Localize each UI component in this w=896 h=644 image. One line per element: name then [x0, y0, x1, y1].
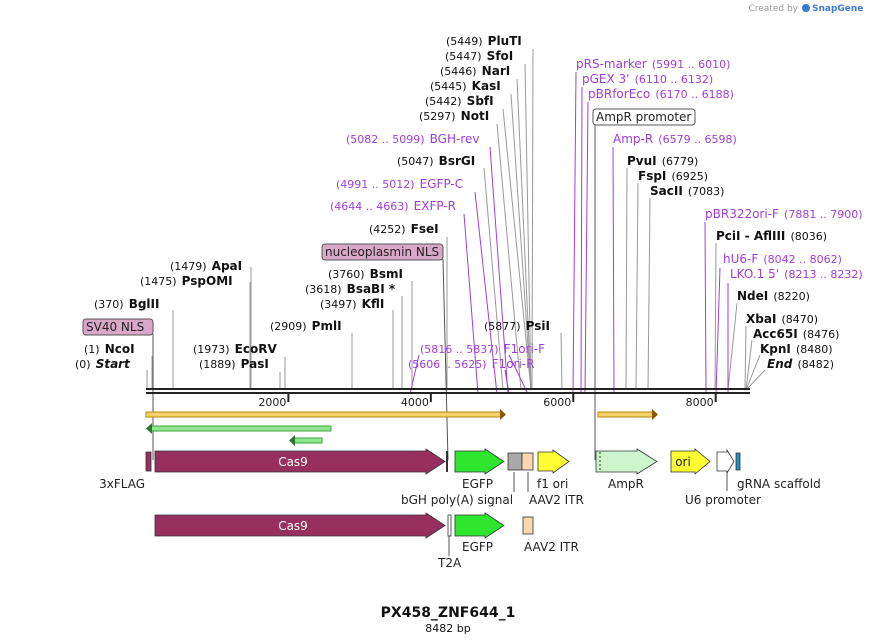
bgh-polya-box[interactable]: [507, 452, 523, 471]
site-leader-lines: [146, 48, 766, 391]
primer-lko1-5[interactable]: LKO.1 5' (8213 .. 8232): [730, 263, 863, 282]
site-kpni[interactable]: KpnI (8480): [760, 338, 833, 357]
feature-track-secondary: Cas9 EGFP AAV2 ITR T2A: [154, 512, 579, 570]
egfp-arrow[interactable]: [454, 448, 505, 475]
label-u6-promoter: U6 promoter: [685, 493, 761, 507]
site-fsei[interactable]: (4252) FseI: [369, 218, 439, 237]
ori-label: ori: [675, 455, 691, 469]
cas9-arrow-2[interactable]: [154, 512, 446, 539]
primer-pgex-3[interactable]: pGEX 3' (6110 .. 6132): [582, 68, 713, 87]
primer-egfp-c[interactable]: (4991 .. 5012) EGFP-C: [336, 173, 463, 192]
primer-bgh-rev[interactable]: (5082 .. 5099) BGH-rev: [346, 128, 479, 147]
orf-tracks: [145, 409, 658, 446]
site-kasi[interactable]: (5445) KasI: [430, 75, 501, 94]
label-grna-scaffold: gRNA scaffold: [737, 477, 821, 491]
site-pcii-afliii[interactable]: PciI - AflIII (8036): [716, 225, 827, 244]
site-pluti[interactable]: (5449) PluTI: [446, 30, 522, 49]
ori-arrow[interactable]: [670, 448, 711, 475]
axis-tick-label: 4000: [401, 396, 429, 409]
axis-tick-label: 2000: [258, 396, 286, 409]
site-psii[interactable]: (5877) PsiI: [484, 315, 550, 334]
snapgene-logo-icon: [802, 4, 810, 12]
plasmid-size: 8482 bp: [425, 622, 470, 635]
site-ndei[interactable]: NdeI (8220): [737, 285, 810, 304]
site-sacii[interactable]: SacII (7083): [650, 180, 724, 199]
feature-track-main: Cas9 ori: [145, 448, 741, 475]
site-bsabi[interactable]: (3618) BsaBI *: [305, 278, 396, 297]
site-acc65i[interactable]: Acc65I (8476): [753, 323, 839, 342]
label-aav2-itr-2: AAV2 ITR: [524, 540, 579, 554]
site-pspomi[interactable]: (1475) PspOMI: [140, 270, 233, 289]
label-egfp: EGFP: [462, 477, 493, 491]
ampr-arrow[interactable]: [595, 448, 658, 475]
svg-text:nucleoplasmin NLS: nucleoplasmin NLS: [325, 245, 439, 259]
label-bgh-polya: bGH poly(A) signal: [401, 493, 513, 507]
primer-leader-lines: [409, 71, 729, 395]
label-ampr: AmpR: [608, 477, 644, 491]
primer-f1ori-r[interactable]: (5606 .. 5625) F1ori-R: [408, 353, 534, 372]
grna-scaffold-box[interactable]: [735, 452, 741, 471]
axis-tick-label: 6000: [543, 396, 571, 409]
aav2-itr-box[interactable]: [521, 452, 534, 471]
t2a-box[interactable]: [447, 514, 452, 537]
nucleoplasmin-nls-box[interactable]: nucleoplasmin NLS: [321, 243, 444, 261]
site-xbai[interactable]: XbaI (8470): [746, 308, 818, 327]
ampr-promoter-box[interactable]: AmpR promoter: [592, 108, 696, 126]
feature-labels-main: 3xFLAG EGFP bGH poly(A) signal f1 ori AA…: [99, 472, 821, 507]
site-pasi[interactable]: (1889) PasI: [199, 353, 269, 372]
nls-marker: [446, 451, 448, 472]
site-bglii[interactable]: (370) BglII: [94, 293, 159, 312]
svg-text:AmpR promoter: AmpR promoter: [596, 110, 691, 124]
egfp-arrow-2[interactable]: [454, 512, 505, 539]
feature-leader-lines: [152, 124, 596, 461]
site-pvui[interactable]: PvuI (6779): [627, 150, 698, 169]
sv40-nls-box[interactable]: SV40 NLS: [82, 318, 154, 336]
label-t2a: T2A: [437, 556, 462, 570]
primer-exfp-r[interactable]: (4644 .. 4663) EXFP-R: [330, 195, 456, 214]
site-start[interactable]: (0) Start: [75, 353, 131, 372]
flag-box[interactable]: [145, 451, 152, 472]
svg-text:SV40 NLS: SV40 NLS: [86, 320, 144, 334]
site-sbfi[interactable]: (5442) SbfI: [425, 90, 494, 109]
cas9-label: Cas9: [278, 455, 308, 469]
primer-labels: (5082 .. 5099) BGH-rev (4991 .. 5012) EG…: [330, 53, 863, 372]
label-f1-ori: f1 ori: [537, 477, 568, 491]
plasmid-title: PX458_ZNF644_1: [381, 605, 516, 621]
site-ncoi[interactable]: (1) NcoI: [84, 338, 135, 357]
snapgene-brand: SnapGene: [812, 4, 863, 14]
u6-promoter-arrow[interactable]: [716, 448, 735, 475]
axis-tick-label: 8000: [686, 396, 714, 409]
aav2-itr-box-2[interactable]: [522, 516, 534, 535]
site-sfoi[interactable]: (5447) SfoI: [445, 45, 513, 64]
primer-amp-r[interactable]: Amp-R (6579 .. 6598): [613, 128, 737, 147]
created-by-label: Created by: [748, 4, 798, 14]
primer-prs-marker[interactable]: pRS-marker (5991 .. 6010): [576, 53, 730, 72]
site-fspi[interactable]: FspI (6925): [638, 165, 708, 184]
cas9-arrow[interactable]: [154, 448, 446, 475]
cas9-label-2: Cas9: [278, 519, 308, 533]
site-pmli[interactable]: (2909) PmlI: [270, 315, 342, 334]
primer-pbrforeco[interactable]: pBRforEco (6170 .. 6188): [588, 83, 734, 102]
label-3xflag: 3xFLAG: [99, 477, 145, 491]
site-bsrgi[interactable]: (5047) BsrGI: [397, 150, 475, 169]
primer-pbr322ori-f[interactable]: pBR322ori-F (7881 .. 7900): [705, 203, 863, 222]
primer-f1ori-f[interactable]: (5816 .. 5837) F1ori-F: [420, 338, 545, 357]
label-egfp-2: EGFP: [462, 540, 493, 554]
sequence-axis: 2000 4000 6000 8000: [146, 388, 750, 409]
label-aav2-itr: AAV2 ITR: [529, 493, 584, 507]
site-bsmi[interactable]: (3760) BsmI: [328, 263, 403, 282]
site-apai[interactable]: (1479) ApaI: [170, 255, 242, 274]
site-kfli[interactable]: (3497) KflI: [320, 293, 384, 312]
site-nari[interactable]: (5446) NarI: [440, 60, 510, 79]
site-end[interactable]: End (8482): [767, 353, 834, 372]
site-noti[interactable]: (5297) NotI: [419, 105, 489, 124]
f1-ori-arrow[interactable]: [537, 449, 570, 474]
site-ecorv[interactable]: (1973) EcoRV: [193, 338, 277, 357]
primer-hu6-f[interactable]: hU6-F (8042 .. 8062): [723, 248, 842, 267]
site-labels: (0) Start (1) NcoI (370) BglII (1475) Ps…: [75, 30, 839, 372]
